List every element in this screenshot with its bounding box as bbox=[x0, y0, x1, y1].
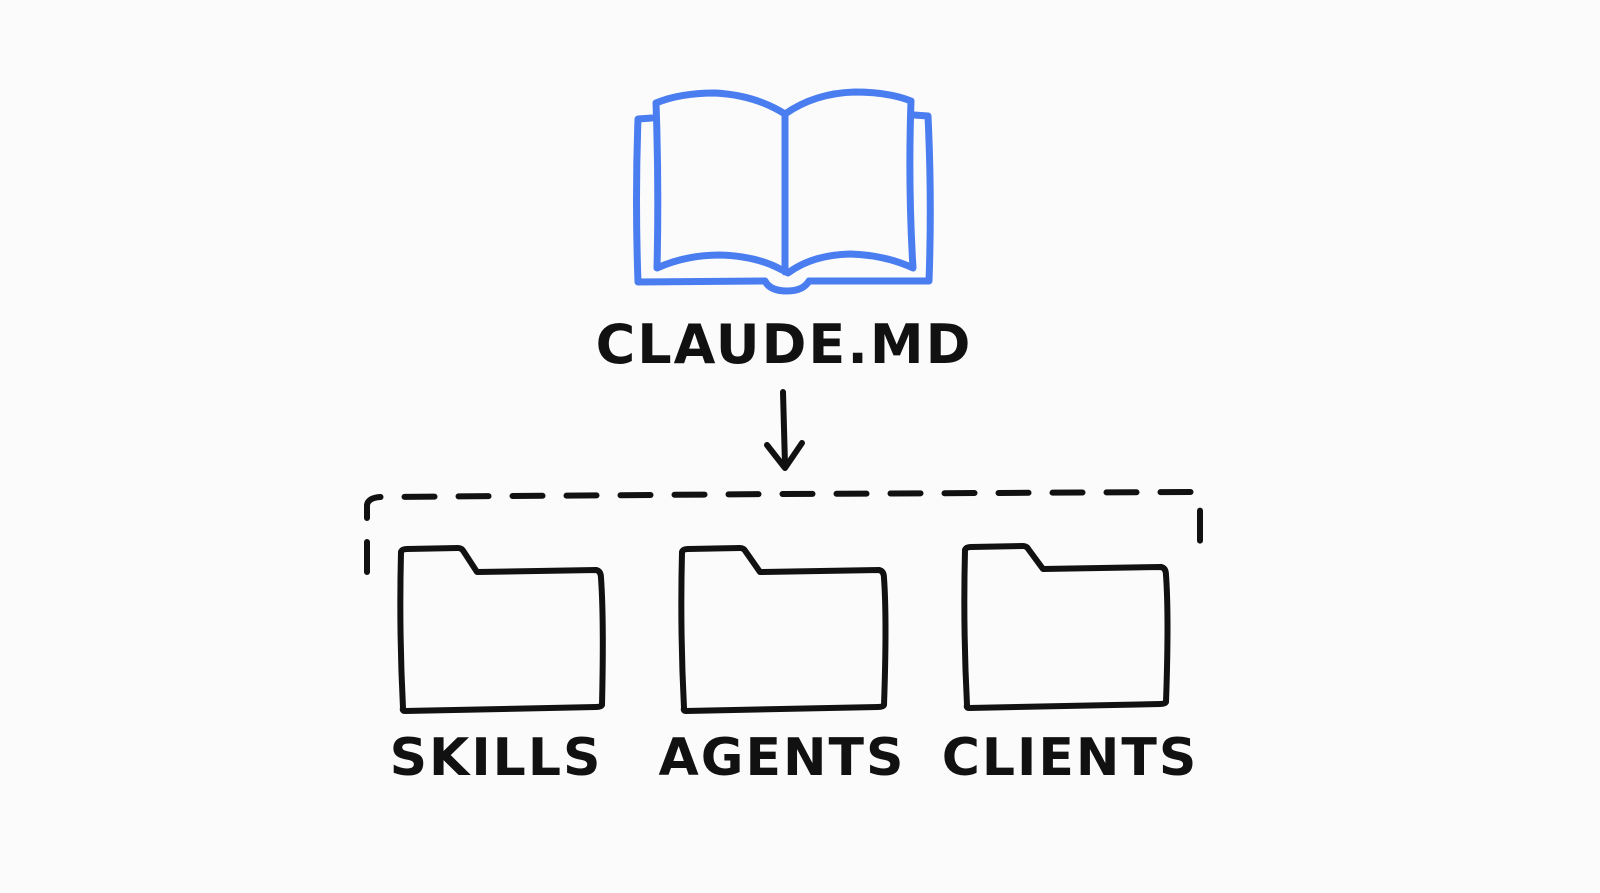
folder-label-skills: SKILLS bbox=[389, 728, 603, 788]
open-book-icon bbox=[633, 88, 934, 295]
folder-icon-skills bbox=[397, 545, 606, 714]
group-bracket bbox=[364, 488, 1203, 575]
folder-icon-agents bbox=[678, 545, 889, 714]
root-label: CLAUDE.MD bbox=[595, 313, 973, 376]
folder-icon-clients bbox=[961, 543, 1171, 711]
folder-label-agents: AGENTS bbox=[658, 728, 906, 788]
folder-label-clients: CLIENTS bbox=[941, 728, 1199, 788]
down-arrow-icon bbox=[764, 389, 805, 471]
